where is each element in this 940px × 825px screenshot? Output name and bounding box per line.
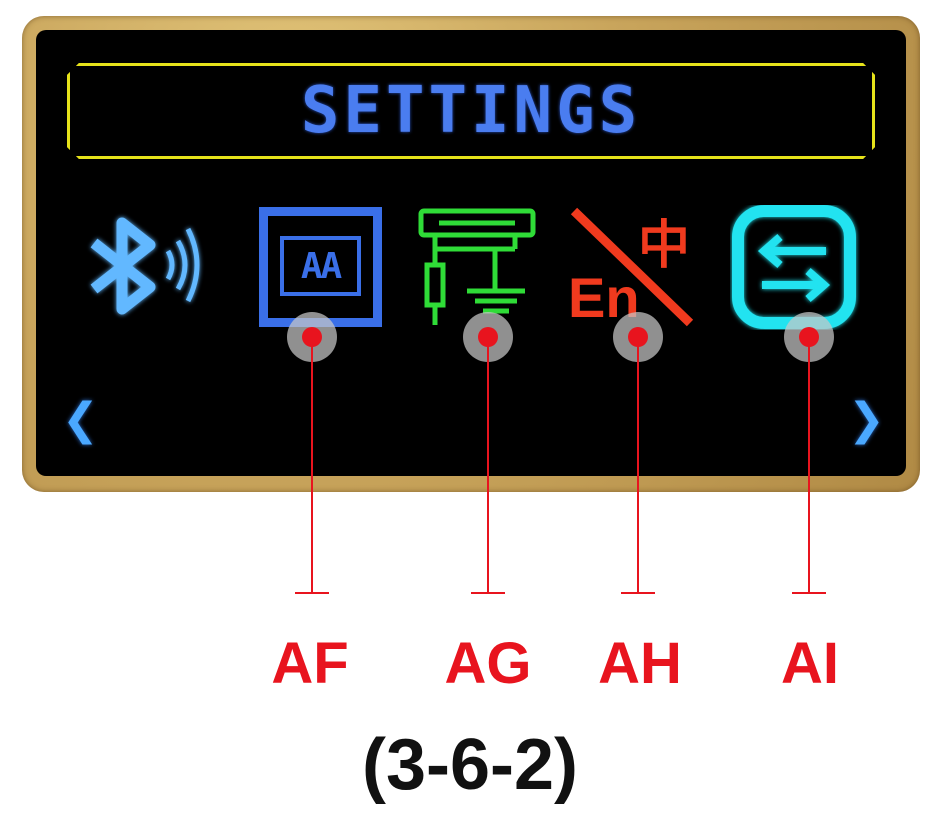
callout-tick-ag	[471, 592, 505, 594]
callout-line-ag	[487, 337, 489, 593]
font-size-icon-inner: AA	[280, 236, 361, 296]
callout-line-af	[311, 337, 313, 593]
nav-right-arrow[interactable]: ❯	[848, 394, 885, 445]
callout-line-ai	[808, 337, 810, 593]
callout-label-ah: AH	[598, 631, 682, 696]
nav-left-arrow[interactable]: ❮	[62, 394, 99, 445]
title-frame	[67, 63, 875, 159]
callout-line-ah	[637, 337, 639, 593]
callout-tick-ah	[621, 592, 655, 594]
font-size-icon[interactable]: AA	[259, 207, 382, 327]
nav-track	[90, 418, 855, 422]
callout-tick-af	[295, 592, 329, 594]
language-zh-glyph: 中	[638, 216, 691, 276]
language-strike	[570, 207, 694, 327]
font-size-glyph: AA	[300, 245, 342, 287]
callout-tick-ai	[792, 592, 826, 594]
figure-caption: (3-6-2)	[361, 725, 579, 805]
switch-icon[interactable]	[730, 205, 860, 330]
language-icon[interactable]: 中 En	[568, 205, 698, 330]
callout-label-af: AF	[271, 631, 349, 696]
bluetooth-icon[interactable]	[80, 205, 210, 330]
connector-icon[interactable]	[415, 207, 540, 332]
callout-label-ag: AG	[444, 631, 532, 696]
screen-title: SETTINGS	[300, 74, 642, 148]
callout-label-ai: AI	[781, 631, 839, 696]
